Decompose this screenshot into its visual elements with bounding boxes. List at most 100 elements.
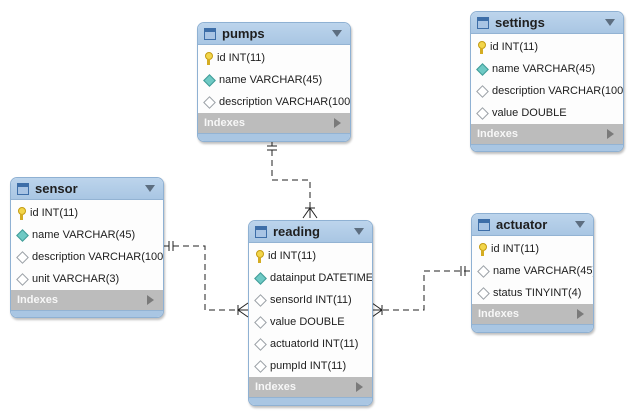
- collapse-arrow-icon[interactable]: [575, 221, 585, 228]
- table-name: settings: [495, 15, 545, 30]
- table-icon: [477, 16, 489, 29]
- column-row[interactable]: value DOUBLE: [249, 311, 372, 333]
- column-row[interactable]: pumpId INT(11): [249, 355, 372, 377]
- table-name: actuator: [496, 217, 548, 232]
- nullable-column-icon: [16, 250, 29, 264]
- indexes-bar[interactable]: Indexes: [11, 290, 163, 310]
- expand-arrow-icon[interactable]: [607, 129, 614, 139]
- column-row[interactable]: unit VARCHAR(3): [11, 268, 163, 290]
- column-row[interactable]: status TINYINT(4): [472, 282, 593, 304]
- nullable-column-icon: [477, 264, 490, 278]
- column-row[interactable]: description VARCHAR(100): [471, 80, 623, 102]
- table-footer: [198, 133, 350, 141]
- indexes-label: Indexes: [477, 128, 518, 140]
- nullable-column-icon: [16, 272, 29, 286]
- column-row[interactable]: id INT(11): [249, 245, 372, 267]
- table-header[interactable]: settings: [471, 12, 623, 34]
- column-row[interactable]: id INT(11): [471, 36, 623, 58]
- column-row[interactable]: description VARCHAR(100): [198, 91, 350, 113]
- column-label: name VARCHAR(45): [219, 74, 323, 86]
- reading-left-many-marker: [237, 302, 249, 318]
- table-header[interactable]: pumps: [198, 23, 350, 45]
- collapse-arrow-icon[interactable]: [332, 30, 342, 37]
- collapse-arrow-icon[interactable]: [145, 185, 155, 192]
- column-row[interactable]: sensorId INT(11): [249, 289, 372, 311]
- indexes-label: Indexes: [478, 308, 519, 320]
- column-label: description VARCHAR(100): [219, 96, 351, 108]
- table-pumps[interactable]: pumps id INT(11) name VARCHAR(45) descri…: [197, 22, 351, 142]
- indexes-bar[interactable]: Indexes: [249, 377, 372, 397]
- column-row[interactable]: actuatorId INT(11): [249, 333, 372, 355]
- table-header[interactable]: sensor: [11, 178, 163, 200]
- column-row[interactable]: name VARCHAR(45): [11, 224, 163, 246]
- nullable-column-icon: [254, 293, 267, 307]
- table-name: pumps: [222, 26, 265, 41]
- column-label: id INT(11): [30, 207, 79, 219]
- primary-key-icon: [16, 207, 26, 220]
- nullable-column-icon: [254, 359, 267, 373]
- nullable-column-icon: [476, 106, 489, 120]
- table-actuator[interactable]: actuator id INT(11) name VARCHAR(45) sta…: [471, 213, 594, 333]
- table-footer: [472, 324, 593, 332]
- nullable-column-icon: [203, 95, 216, 109]
- indexes-label: Indexes: [255, 381, 296, 393]
- expand-arrow-icon[interactable]: [334, 118, 341, 128]
- nullable-column-icon: [476, 84, 489, 98]
- table-reading[interactable]: reading id INT(11) datainput DATETIME se…: [248, 220, 373, 406]
- nullable-column-icon: [477, 286, 490, 300]
- column-label: id INT(11): [268, 250, 317, 262]
- indexes-label: Indexes: [17, 294, 58, 306]
- table-settings[interactable]: settings id INT(11) name VARCHAR(45) des…: [470, 11, 624, 152]
- expand-arrow-icon[interactable]: [577, 309, 584, 319]
- column-row[interactable]: name VARCHAR(45): [472, 260, 593, 282]
- collapse-arrow-icon[interactable]: [354, 228, 364, 235]
- indexes-bar[interactable]: Indexes: [472, 304, 593, 324]
- table-header[interactable]: actuator: [472, 214, 593, 236]
- actuator-one-marker: [460, 266, 466, 276]
- nullable-column-icon: [254, 337, 267, 351]
- column-label: sensorId INT(11): [270, 294, 352, 306]
- column-label: id INT(11): [491, 243, 540, 255]
- column-row[interactable]: description VARCHAR(100): [11, 246, 163, 268]
- not-null-column-icon: [16, 228, 29, 242]
- expand-arrow-icon[interactable]: [356, 382, 363, 392]
- column-label: description VARCHAR(100): [32, 251, 164, 263]
- column-row[interactable]: name VARCHAR(45): [198, 69, 350, 91]
- column-label: value DOUBLE: [492, 107, 567, 119]
- not-null-column-icon: [203, 73, 216, 87]
- table-icon: [478, 218, 490, 231]
- pumps-reading-connector: [271, 140, 311, 218]
- primary-key-icon: [477, 243, 487, 256]
- table-icon: [17, 182, 29, 195]
- column-row[interactable]: id INT(11): [472, 238, 593, 260]
- column-row[interactable]: value DOUBLE: [471, 102, 623, 124]
- column-row[interactable]: datainput DATETIME: [249, 267, 372, 289]
- nullable-column-icon: [254, 315, 267, 329]
- column-row[interactable]: id INT(11): [198, 47, 350, 69]
- primary-key-icon: [254, 250, 264, 263]
- table-sensor[interactable]: sensor id INT(11) name VARCHAR(45) descr…: [10, 177, 164, 318]
- not-null-column-icon: [254, 271, 267, 285]
- table-footer: [11, 310, 163, 317]
- column-label: unit VARCHAR(3): [32, 273, 120, 285]
- table-footer: [249, 397, 372, 405]
- indexes-bar[interactable]: Indexes: [471, 124, 623, 144]
- column-row[interactable]: name VARCHAR(45): [471, 58, 623, 80]
- pumps-one-marker: [267, 145, 277, 151]
- table-name: reading: [273, 224, 320, 239]
- column-label: pumpId INT(11): [270, 360, 347, 372]
- table-header[interactable]: reading: [249, 221, 372, 243]
- column-label: datainput DATETIME: [270, 272, 373, 284]
- column-label: id INT(11): [490, 41, 539, 53]
- table-icon: [255, 225, 267, 238]
- column-row[interactable]: id INT(11): [11, 202, 163, 224]
- primary-key-icon: [476, 41, 486, 54]
- indexes-bar[interactable]: Indexes: [198, 113, 350, 133]
- collapse-arrow-icon[interactable]: [605, 19, 615, 26]
- not-null-column-icon: [476, 62, 489, 76]
- column-label: value DOUBLE: [270, 316, 345, 328]
- expand-arrow-icon[interactable]: [147, 295, 154, 305]
- column-label: id INT(11): [217, 52, 266, 64]
- reading-top-many-marker: [302, 207, 318, 219]
